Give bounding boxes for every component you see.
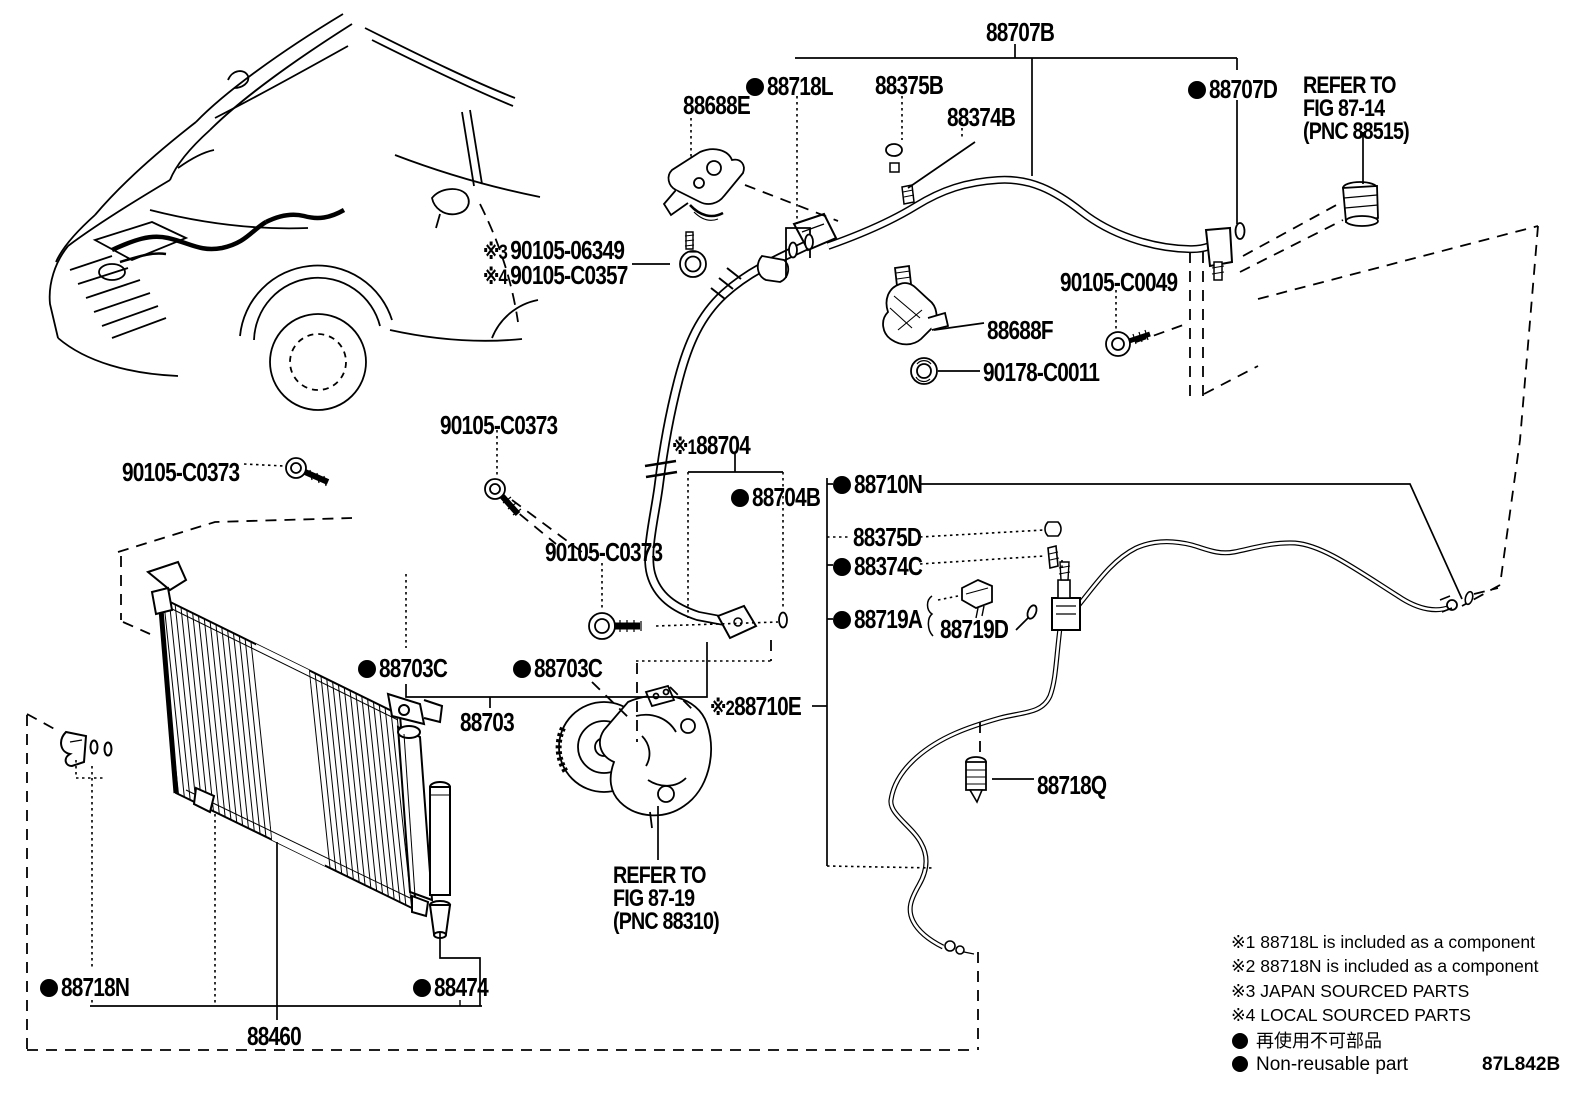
non-reusable-dot: [513, 660, 531, 678]
part-label-88718N: 88718N: [40, 974, 146, 1000]
non-reusable-dot: [40, 979, 58, 997]
part-label-88375B: 88375B: [875, 70, 944, 100]
discharge-pipe-drawing: [785, 143, 1379, 281]
non-reusable-dot: [1188, 81, 1206, 99]
dotted-leader-lines: [75, 96, 1117, 1006]
part-label-88707B: 88707B: [986, 17, 1055, 47]
part-label-88704B: 88704B: [731, 484, 837, 510]
part-label-88374B: 88374B: [947, 102, 1016, 132]
legend-note-4: ※4 LOCAL SOURCED PARTS: [1231, 1005, 1471, 1025]
non-reusable-dot: [731, 489, 749, 507]
liquid-pipe-drawing: [888, 521, 1474, 955]
part-label-88703C-right: 88703C: [513, 655, 619, 681]
part-label-90105-C0373-mid: 90105-C0373: [440, 410, 558, 440]
part-label-88474: 88474: [413, 974, 501, 1000]
part-label-88718Q: 88718Q: [1037, 770, 1107, 800]
part-label-88375D: 88375D: [853, 522, 922, 552]
bracket-clamp-drawings: [662, 148, 950, 346]
part-label-90105-C0373-left: 90105-C0373: [122, 457, 240, 487]
non-reusable-dot: [833, 558, 851, 576]
part-label-88710N: 88710N: [833, 471, 939, 497]
non-reusable-dot: [746, 78, 764, 96]
compressor-drawing: [555, 684, 712, 829]
non-reusable-dot: [833, 476, 851, 494]
legend-note-3: ※3 JAPAN SOURCED PARTS: [1231, 981, 1470, 1001]
part-label-88688E: 88688E: [683, 90, 751, 120]
part-label-88710E: ※288710E: [710, 691, 802, 721]
refer-note-fig-87-19: REFER TO FIG 87-19 (PNC 88310): [613, 862, 720, 935]
legend-non-reusable-en: Non-reusable part: [1232, 1054, 1408, 1076]
part-label-88374C: 88374C: [833, 553, 939, 579]
part-label-88703: 88703: [460, 707, 515, 737]
part-label-88688F: 88688F: [987, 315, 1054, 345]
part-label-90105-C0373-low: 90105-C0373: [545, 537, 663, 567]
non-reusable-dot: [1232, 1033, 1248, 1049]
suction-hose-drawing: [644, 212, 838, 640]
part-label-88707D: 88707D: [1188, 76, 1294, 102]
part-label-90105-C0049: 90105-C0049: [1060, 267, 1178, 297]
non-reusable-dot: [358, 660, 376, 678]
part-label-88703C-left: 88703C: [358, 655, 464, 681]
non-reusable-dot: [1232, 1056, 1248, 1072]
refer-note-fig-87-14: REFER TO FIG 87-14 (PNC 88515): [1303, 72, 1410, 145]
part-label-88460: 88460: [247, 1021, 302, 1051]
fastener-drawings: [285, 231, 1151, 640]
part-label-88719D: 88719D: [940, 614, 1009, 644]
part-label-88719A: 88719A: [833, 606, 939, 632]
dashed-boundary-lines: [26, 184, 1539, 1051]
part-label-90178-C0011: 90178-C0011: [983, 357, 1100, 387]
condenser-drawing: [60, 560, 452, 939]
part-label-88718L: 88718L: [746, 73, 849, 99]
part-label-88704: ※188704: [672, 430, 751, 460]
non-reusable-dot: [833, 611, 851, 629]
legend-note-1: ※1 88718L is included as a component: [1231, 932, 1535, 952]
car-illustration: [48, 13, 541, 411]
drawing-code: 87L842B: [1482, 1054, 1561, 1075]
leader-lines: [90, 44, 1463, 1020]
legend-non-reusable-jp: 再使用不可部品: [1232, 1030, 1382, 1052]
non-reusable-dot: [413, 979, 431, 997]
legend-note-2: ※2 88718N is included as a component: [1231, 956, 1539, 976]
